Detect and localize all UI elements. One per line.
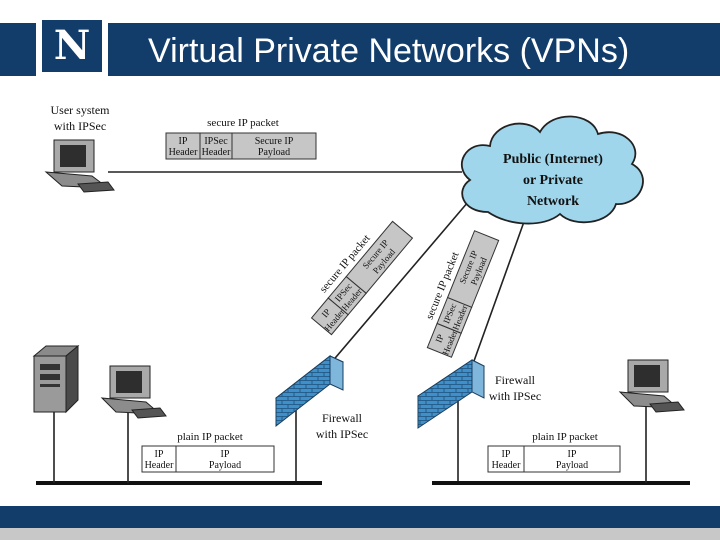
- footer-strip: [0, 528, 720, 540]
- university-logo: N: [36, 14, 108, 78]
- server-tower-icon: [32, 344, 80, 414]
- left-plain-ip-payload-1: IP: [221, 449, 230, 460]
- user-system-label-1: User system: [51, 103, 111, 117]
- title-bar: [0, 23, 720, 76]
- right-firewall-label-2: with IPSec: [489, 389, 541, 403]
- left-plain-ip-payload-2: Payload: [209, 460, 241, 471]
- left-lan-computer-icon: [100, 365, 167, 419]
- right-plain-ip-header-2: Header: [492, 460, 522, 471]
- footer-bar: [0, 506, 720, 528]
- top-secure-payload-2: Payload: [258, 147, 290, 158]
- right-plain-ip-payload-1: IP: [568, 449, 577, 460]
- right-firewall-icon: [417, 359, 485, 429]
- left-firewall-label-1: Firewall: [322, 411, 363, 425]
- top-ipsec-header-2: Header: [202, 147, 232, 158]
- right-plain-packet-label: plain IP packet: [532, 431, 598, 443]
- left-firewall-icon: [275, 354, 344, 428]
- right-plain-ip-payload-2: Payload: [556, 460, 588, 471]
- top-ipsec-header-1: IPSec: [204, 136, 228, 147]
- left-firewall-label-2: with IPSec: [316, 427, 368, 441]
- cloud-label-line3: Network: [527, 194, 579, 209]
- left-plain-ip-header-1: IP: [155, 449, 164, 460]
- right-plain-ip-header-1: IP: [502, 449, 511, 460]
- left-lan-bus: [36, 481, 322, 485]
- plain-packet-left: [141, 445, 275, 473]
- user-computer-icon: [44, 139, 115, 193]
- plain-packet-right: [487, 445, 621, 473]
- logo-mark: N: [42, 20, 102, 72]
- right-lan-computer-icon: [618, 359, 685, 413]
- cloud-label-line1: Public (Internet): [503, 152, 603, 167]
- right-lan-bus: [432, 481, 690, 485]
- secure-packet-right: secure IP packet IP Header IPSec Header …: [424, 230, 500, 358]
- network-cloud: [460, 115, 644, 225]
- right-firewall-label-1: Firewall: [495, 373, 536, 387]
- top-ip-header-2: Header: [169, 147, 199, 158]
- left-plain-packet-label: plain IP packet: [177, 431, 243, 443]
- left-plain-ip-header-2: Header: [145, 460, 175, 471]
- slide-title: Virtual Private Networks (VPNs): [148, 32, 630, 70]
- top-ip-header-1: IP: [179, 136, 188, 147]
- top-secure-payload-1: Secure IP: [255, 136, 294, 147]
- cloud-label-line2: or Private: [523, 173, 583, 188]
- user-system-label-2: with IPSec: [54, 119, 106, 133]
- secure-packet-label-top: secure IP packet: [207, 117, 279, 129]
- secure-packet-left: secure IP packet IP Header IPSec Header …: [310, 220, 414, 336]
- right-ip-header-1: IP: [433, 333, 445, 344]
- secure-packet-top: [165, 132, 317, 160]
